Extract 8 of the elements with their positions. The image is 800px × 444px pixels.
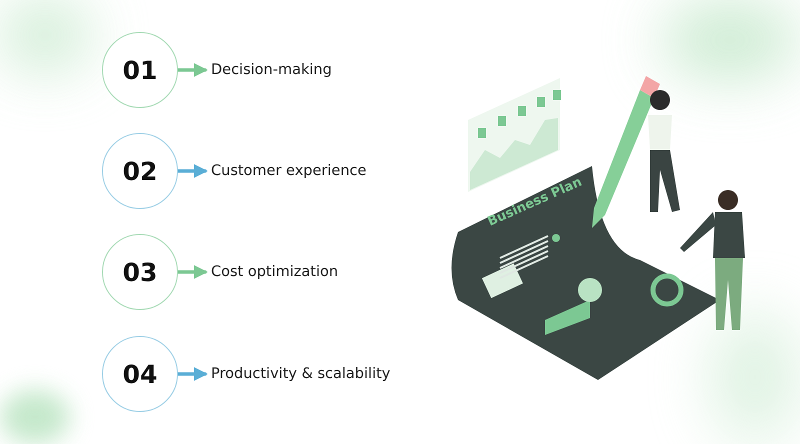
step-label: Customer experience bbox=[211, 162, 366, 180]
step-label: Productivity & scalability bbox=[211, 365, 390, 383]
step-number: 03 bbox=[122, 258, 158, 286]
step-number: 01 bbox=[122, 56, 158, 84]
step-number: 04 bbox=[122, 360, 158, 388]
step-label: Cost optimization bbox=[211, 263, 338, 281]
step-number: 02 bbox=[122, 156, 158, 186]
step-label: Decision-making bbox=[211, 61, 332, 79]
